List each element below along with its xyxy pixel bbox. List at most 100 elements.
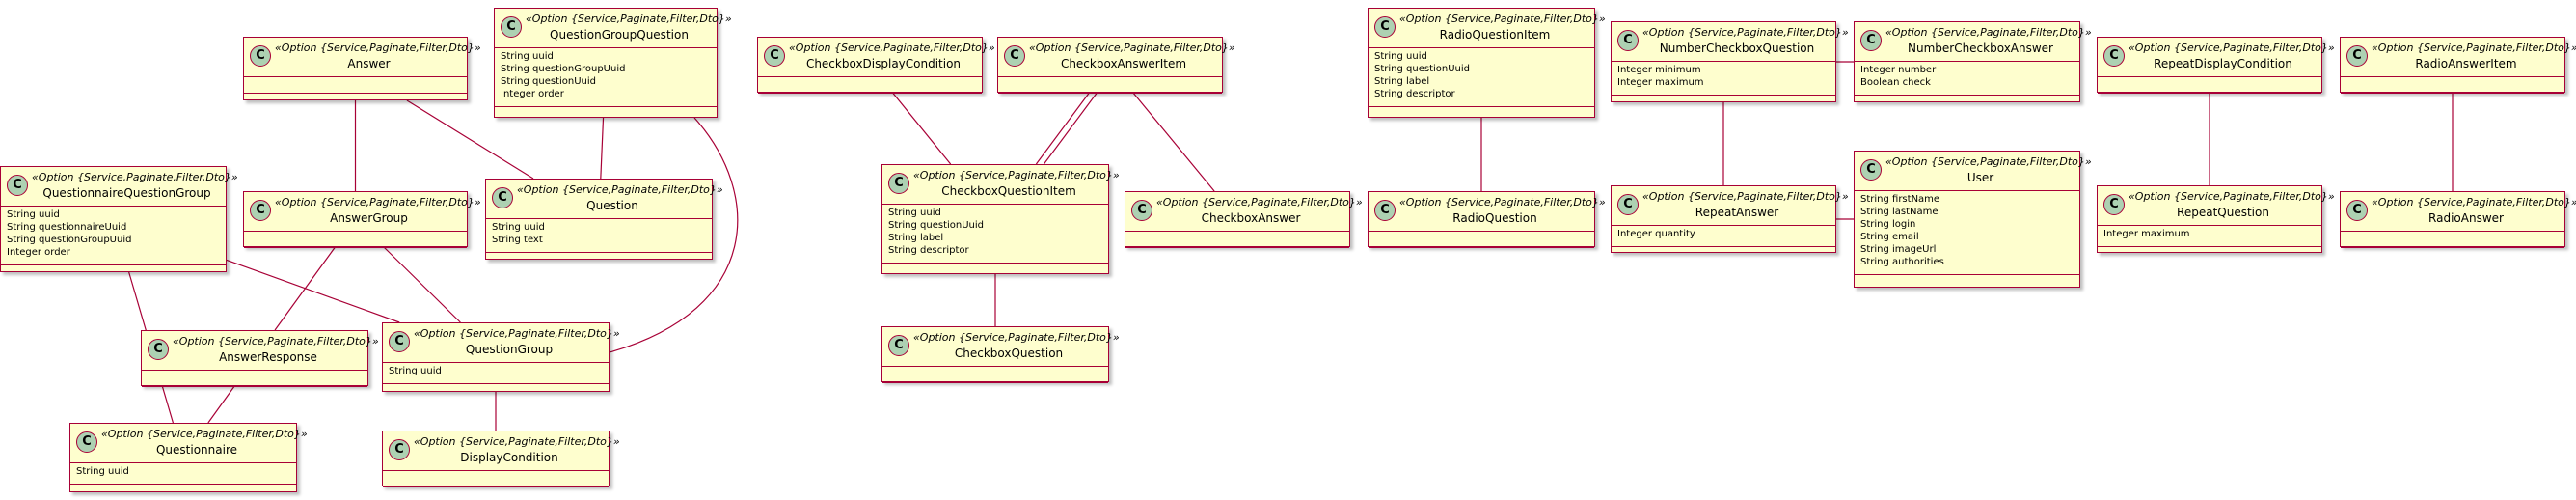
relation-line <box>274 246 336 331</box>
class-number-checkbox-question: C«Option {Service,Paginate,Filter,Dto}»N… <box>1611 21 1849 102</box>
class-header: C«Option {Service,Paginate,Filter,Dto}»A… <box>244 38 481 77</box>
stereotype-label: «Option {Service,Paginate,Filter,Dto}» <box>1399 196 1606 208</box>
stereotype-label: «Option {Service,Paginate,Filter,Dto}» <box>526 13 732 25</box>
field: String imageUrl <box>1860 244 1937 255</box>
class-methods <box>383 487 609 495</box>
class-question: C«Option {Service,Paginate,Filter,Dto}»Q… <box>485 179 723 261</box>
class-fields <box>2341 77 2564 94</box>
class-name: CheckboxAnswerItem <box>1060 57 1187 70</box>
class-header: C «Option {Service,Paginate,Filter,Dto}» C… <box>758 38 995 77</box>
stereotype-label: «Option {Service,Paginate,Filter,Dto}» <box>1885 26 2092 39</box>
class-name: RepeatDisplayCondition <box>2154 57 2292 70</box>
stereotype-label: «Option {Service,Paginate,Filter,Dto}» <box>1156 196 1363 208</box>
class-repeat-answer: C«Option {Service,Paginate,Filter,Dto}»R… <box>1611 185 1849 255</box>
class-methods <box>495 107 717 115</box>
class-methods <box>1369 107 1594 115</box>
stereotype-label: «Option {Service,Paginate,Filter,Dto}» <box>2129 42 2335 54</box>
field: Integer order <box>501 89 564 99</box>
class-methods <box>1612 247 1835 255</box>
class-fields: String uuid <box>70 463 296 485</box>
class-name: CheckboxAnswer <box>1201 211 1301 225</box>
stereotype-label: «Option {Service,Paginate,Filter,Dto}» <box>173 335 379 347</box>
relation-line <box>226 259 400 323</box>
field: String uuid <box>501 51 554 62</box>
class-methods <box>486 253 712 261</box>
relation-line <box>207 385 235 424</box>
class-circle-icon: C <box>389 439 410 460</box>
class-fields <box>998 77 1222 94</box>
class-header: C«Option {Service,Paginate,Filter,Dto}»Q… <box>1 167 238 207</box>
class-repeat-question: C«Option {Service,Paginate,Filter,Dto}»R… <box>2097 185 2335 255</box>
class-number-checkbox-answer: C«Option {Service,Paginate,Filter,Dto}»N… <box>1854 21 2092 103</box>
class-header: C«Option {Service,Paginate,Filter,Dto}»N… <box>1612 22 1849 62</box>
class-header: C «Option {Service,Paginate,Filter,Dto}» R… <box>2098 38 2335 77</box>
class-circle-icon: C <box>501 16 522 38</box>
class-checkbox-question: C«Option {Service,Paginate,Filter,Dto}»C… <box>881 326 1120 383</box>
class-name: CheckboxQuestionItem <box>941 184 1076 198</box>
class-name: CheckboxDisplayCondition <box>805 57 962 70</box>
stereotype-label: «Option {Service,Paginate,Filter,Dto}» <box>913 331 1120 344</box>
field: Integer minimum <box>1617 65 1701 75</box>
field: Integer maximum <box>2103 229 2190 239</box>
class-methods <box>2098 94 2321 101</box>
class-checkbox-answer: C«Option {Service,Paginate,Filter,Dto}»C… <box>1125 191 1363 248</box>
class-methods <box>2098 247 2321 255</box>
field: Integer maximum <box>1617 77 1704 88</box>
class-circle-icon: C <box>1004 45 1025 67</box>
class-circle-icon: C <box>2103 194 2125 215</box>
relation-line <box>600 117 605 180</box>
class-circle-icon: C <box>1860 30 1882 51</box>
class-fields <box>1369 232 1594 248</box>
class-fields: String uuid <box>383 363 609 384</box>
class-name: RepeatQuestion <box>2177 206 2269 219</box>
class-radio-answer: C«Option {Service,Paginate,Filter,Dto}»R… <box>2340 191 2576 248</box>
class-header: C«Option {Service,Paginate,Filter,Dto}»R… <box>1369 9 1606 48</box>
class-name: AnswerResponse <box>219 350 317 364</box>
class-fields <box>758 77 982 94</box>
class-circle-icon: C <box>389 331 410 352</box>
class-header: C«Option {Service,Paginate,Filter,Dto}»R… <box>1612 186 1849 226</box>
field: String questionUuid <box>888 220 985 231</box>
field: String uuid <box>1374 51 1427 62</box>
class-checkbox-question-item: C«Option {Service,Paginate,Filter,Dto}»C… <box>881 164 1120 274</box>
class-methods <box>758 94 982 101</box>
class-name: Questionnaire <box>155 443 238 457</box>
class-name: QuestionGroup <box>465 343 554 356</box>
class-name: Answer <box>347 57 391 70</box>
class-circle-icon: C <box>148 339 169 360</box>
stereotype-label: «Option {Service,Paginate,Filter,Dto}» <box>789 42 995 54</box>
class-radio-answer-item: C«Option {Service,Paginate,Filter,Dto}»R… <box>2340 37 2576 94</box>
class-radio-question: C«Option {Service,Paginate,Filter,Dto}»R… <box>1368 191 1606 248</box>
field: String uuid <box>389 366 442 376</box>
class-methods <box>882 383 1108 391</box>
class-header: C«Option {Service,Paginate,Filter,Dto}»U… <box>1855 152 2092 191</box>
class-circle-icon: C <box>250 200 271 221</box>
class-fields <box>2098 77 2321 94</box>
field: String authorities <box>1860 257 1944 267</box>
class-name: QuestionGroupQuestion <box>550 28 689 42</box>
class-circle-icon: C <box>1374 16 1396 38</box>
class-header: C«Option {Service,Paginate,Filter,Dto}»R… <box>2341 192 2576 232</box>
class-header: C«Option {Service,Paginate,Filter,Dto}»N… <box>1855 22 2092 62</box>
class-answer: C«Option {Service,Paginate,Filter,Dto}»A… <box>243 37 481 100</box>
class-name: NumberCheckboxQuestion <box>1659 42 1815 55</box>
class-header: C«Option {Service,Paginate,Filter,Dto}»R… <box>1369 192 1606 232</box>
class-circle-icon: C <box>764 45 785 67</box>
stereotype-label: «Option {Service,Paginate,Filter,Dto}» <box>1399 13 1606 25</box>
field: Boolean check <box>1860 77 1931 88</box>
class-circle-icon: C <box>2103 45 2125 67</box>
relation-line <box>1132 92 1215 192</box>
class-radio-question-item: C«Option {Service,Paginate,Filter,Dto}»R… <box>1368 8 1606 118</box>
class-fields <box>244 77 467 94</box>
class-answer-group: C«Option {Service,Paginate,Filter,Dto}»A… <box>243 191 481 248</box>
class-header: C«Option {Service,Paginate,Filter,Dto}»Q… <box>486 180 723 219</box>
field: String label <box>888 233 944 243</box>
class-fields <box>142 371 367 387</box>
relation-line <box>609 117 739 353</box>
class-methods <box>1855 96 2079 103</box>
class-questionnaire-question-group: C«Option {Service,Paginate,Filter,Dto}»Q… <box>0 166 238 272</box>
